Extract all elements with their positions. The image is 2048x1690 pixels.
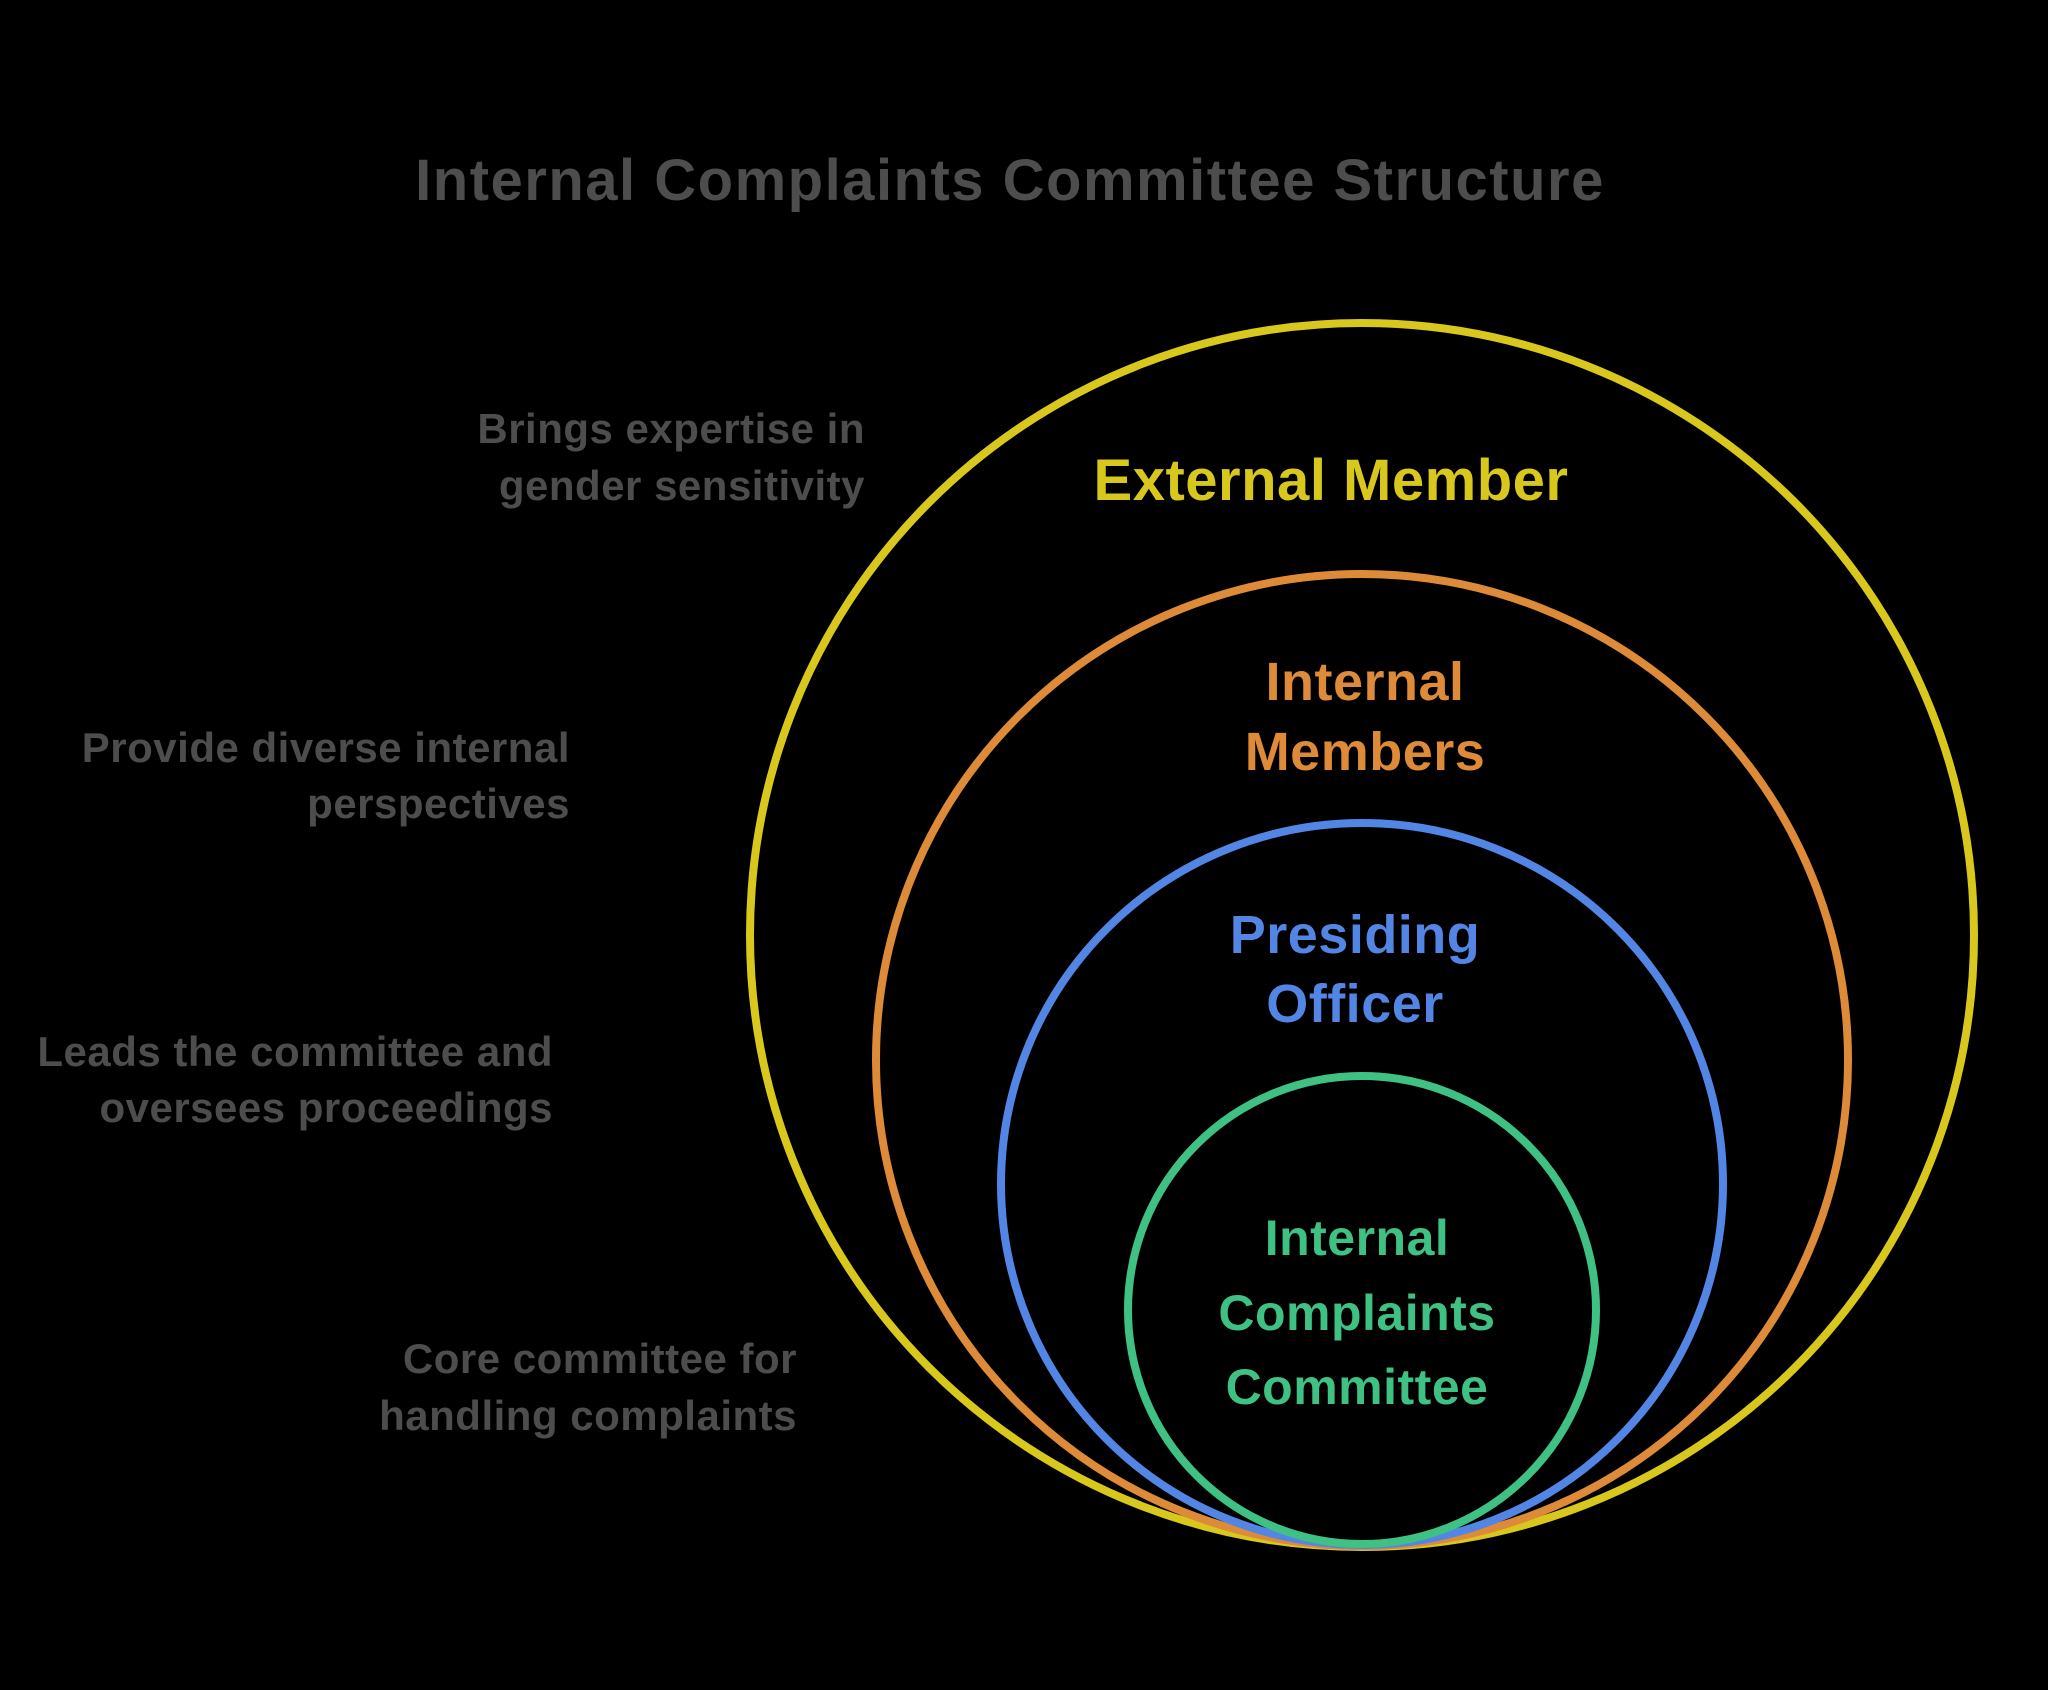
annotation-external-member-line2: gender sensitivity: [499, 462, 865, 509]
ring-label-presiding-officer-line1: Presiding: [1230, 905, 1481, 965]
ring-label-internal-members-line2: Members: [1245, 722, 1486, 782]
ring-label-external-member: External Member: [1094, 448, 1569, 513]
annotation-internal-complaints-committee-line1: Core committee for: [403, 1335, 797, 1382]
ring-label-internal-complaints-committee-line2: Complaints: [1218, 1285, 1495, 1341]
ring-circle-internal-complaints-committee: [1124, 1072, 1600, 1548]
annotation-internal-complaints-committee-line2: handling complaints: [379, 1392, 797, 1439]
annotation-external-member-line1: Brings expertise in: [477, 405, 865, 452]
annotation-internal-members-line1: Provide diverse internal: [82, 724, 570, 771]
annotation-internal-members-line2: perspectives: [307, 780, 570, 827]
ring-label-internal-complaints-committee-line1: Internal: [1265, 1210, 1450, 1266]
ring-label-internal-members-line1: Internal: [1265, 652, 1464, 712]
annotation-presiding-officer-line2: oversees proceedings: [99, 1084, 553, 1131]
annotation-presiding-officer-line1: Leads the committee and: [37, 1028, 553, 1075]
page-title: Internal Complaints Committee Structure: [415, 148, 1605, 213]
ring-label-internal-complaints-committee-line3: Committee: [1226, 1359, 1489, 1415]
ring-label-presiding-officer-line2: Officer: [1266, 974, 1444, 1034]
